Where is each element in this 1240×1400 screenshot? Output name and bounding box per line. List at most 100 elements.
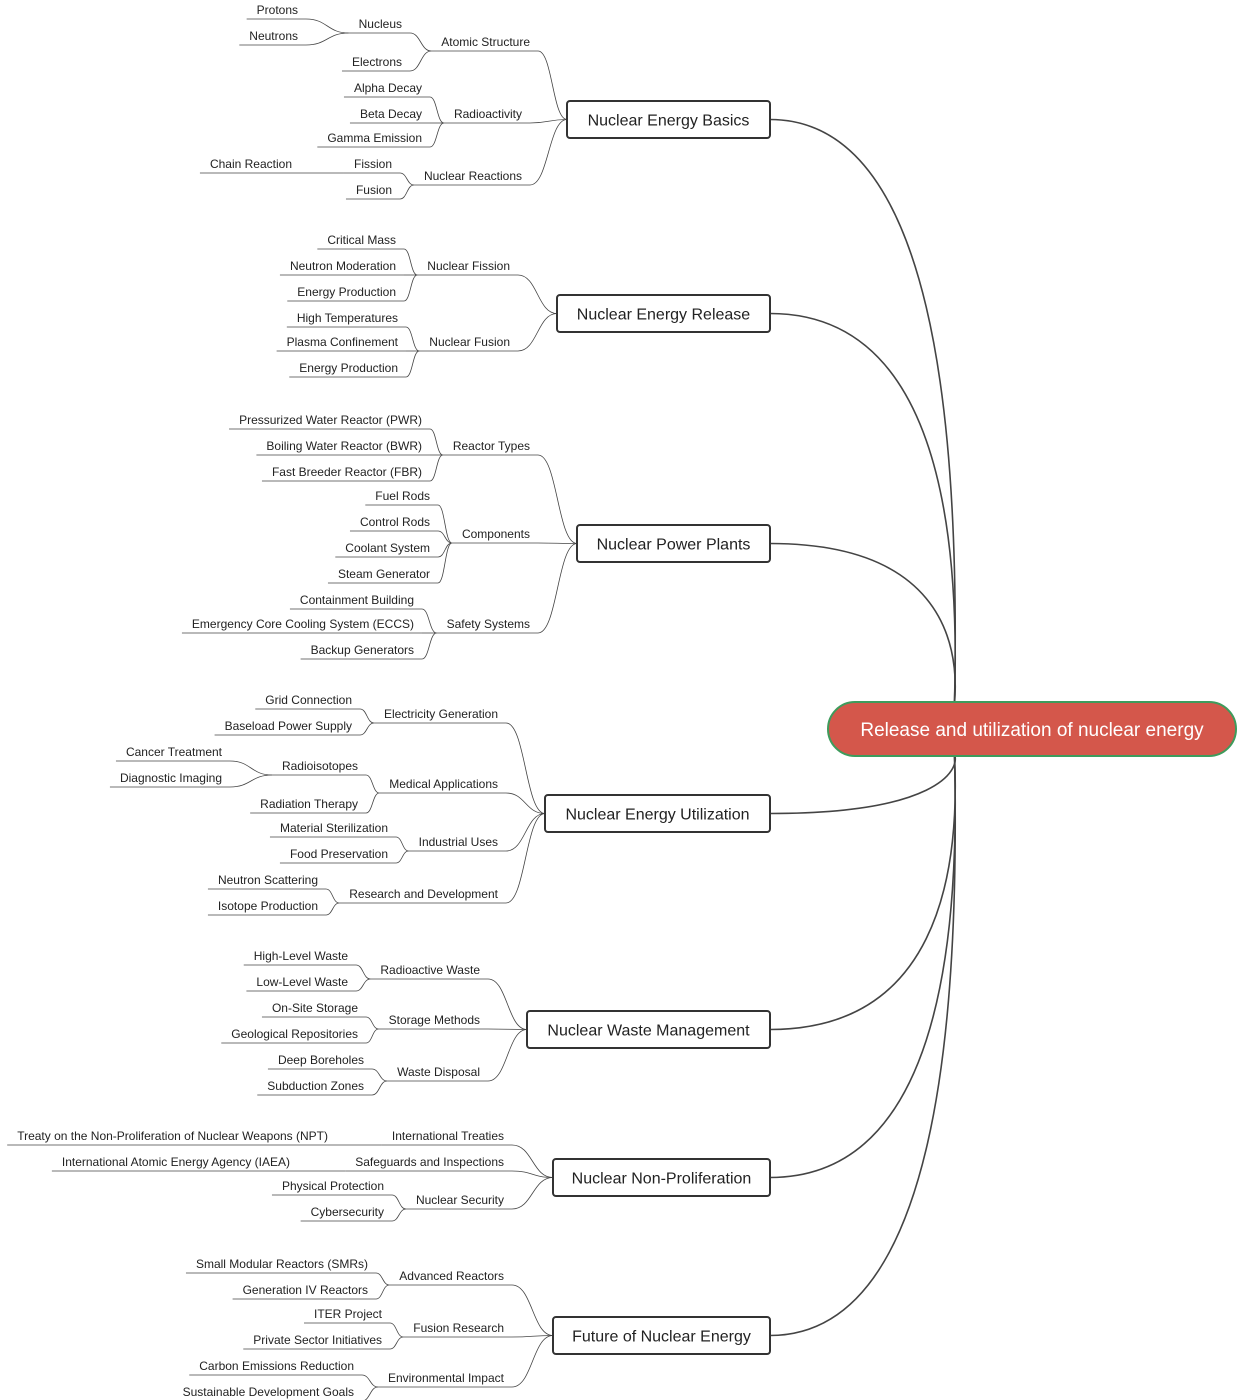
branch-nuclear-power-plants-steam-generator: Steam Generator [338,567,430,581]
branch-nuclear-waste-management-radioactive-waste: Radioactive Waste [380,963,480,977]
branch-nuclear-energy-basics-nucleus-connector [305,32,349,46]
branch-nuclear-energy-utilization-grid-connection: Grid Connection [265,693,352,707]
branch-future-of-nuclear-energy-advanced-reactors-connector [375,1272,390,1286]
branch-nuclear-power-plants-containment-building: Containment Building [300,593,414,607]
branch-nuclear-energy-utilization-baseload-power-supply: Baseload Power Supply [225,719,352,733]
branch-nuclear-energy-basics-nuclear-reactions: Nuclear Reactions [424,169,522,183]
branch-nuclear-waste-management-deep-boreholes: Deep Boreholes [278,1053,364,1067]
branch-nuclear-energy-basics-radioactivity-connector [429,96,445,124]
branch-nuclear-power-plants-components: Components [462,527,530,541]
branch-nuclear-energy-release-high-temperatures: High Temperatures [297,311,398,325]
branch-nuclear-energy-basics-atomic-structure-connector [409,32,432,52]
branch-nuclear-energy-utilization-radioisotopes: Radioisotopes [282,759,358,773]
branch-nuclear-waste-management-radioactive-waste-connector [355,964,371,980]
branch-nuclear-energy-release-plasma-confinement: Plasma Confinement [287,335,399,349]
branch-nuclear-energy-release-critical-mass: Critical Mass [327,233,396,247]
branch-future-of-nuclear-energy-environmental-impact: Environmental Impact [388,1371,505,1385]
root-node[interactable] [827,701,1237,757]
branch-nuclear-non-proliferation-cybersecurity: Cybersecurity [311,1205,384,1219]
branch-nuclear-power-plants-label: Nuclear Power Plants [597,537,751,554]
branch-nuclear-energy-basics-connector-radioactivity [529,119,568,124]
branch-nuclear-energy-release-nuclear-fusion-connector [405,350,420,378]
branch-nuclear-energy-release-box[interactable] [556,294,771,333]
branch-nuclear-non-proliferation-connector-safeguards-and-inspections [511,1170,554,1178]
branch-nuclear-power-plants-reactor-types: Reactor Types [453,439,530,453]
branch-nuclear-energy-release-nuclear-fusion: Nuclear Fusion [429,335,510,349]
branch-nuclear-energy-release-connector-nuclear-fusion [517,313,558,352]
branch-nuclear-power-plants-connector-safety-systems [537,543,578,634]
branch-nuclear-energy-utilization-label: Nuclear Energy Utilization [565,807,749,824]
branch-nuclear-waste-management-high-level-waste: High-Level Waste [254,949,349,963]
branch-nuclear-energy-basics-nucleus: Nucleus [359,17,402,31]
branch-nuclear-energy-basics-gamma-emission: Gamma Emission [327,131,422,145]
branch-nuclear-waste-management-storage-methods-connector [365,1028,379,1044]
root-branch-connector-nuclear-energy-release [769,312,957,705]
branch-nuclear-power-plants-pressurized-water-reactor-pwr: Pressurized Water Reactor (PWR) [239,413,422,427]
branch-nuclear-non-proliferation-connector-nuclear-security [511,1177,554,1210]
branch-nuclear-energy-basics-label: Nuclear Energy Basics [588,113,750,130]
edges-layer [7,18,957,1400]
branch-nuclear-energy-utilization-radiation-therapy: Radiation Therapy [260,797,358,811]
branch-nuclear-energy-basics-box[interactable] [566,100,771,139]
branch-nuclear-power-plants-components-connector [437,530,453,544]
branch-nuclear-waste-management-storage-methods: Storage Methods [389,1013,480,1027]
branch-nuclear-non-proliferation-physical-protection: Physical Protection [282,1179,384,1193]
branch-nuclear-energy-basics-radioactivity: Radioactivity [454,107,522,121]
branch-nuclear-energy-release-nuclear-fusion-connector [405,326,420,352]
branch-nuclear-waste-management-subduction-zones: Subduction Zones [267,1079,364,1093]
branch-future-of-nuclear-energy-box[interactable] [552,1316,771,1355]
branch-nuclear-power-plants-box[interactable] [576,524,771,563]
branch-nuclear-power-plants-boiling-water-reactor-bwr: Boiling Water Reactor (BWR) [266,439,422,453]
branch-nuclear-power-plants-connector-reactor-types [537,454,578,544]
branch-nuclear-waste-management-waste-disposal: Waste Disposal [397,1065,480,1079]
branch-nuclear-power-plants-reactor-types-connector [429,454,444,482]
branch-nuclear-energy-utilization-medical-applications-connector [365,774,380,794]
branch-nuclear-power-plants-components-connector [437,504,453,544]
root-branch-connector-nuclear-power-plants [769,542,956,705]
branch-nuclear-power-plants-reactor-types-connector [429,428,444,456]
branch-nuclear-waste-management-on-site-storage: On-Site Storage [272,1001,358,1015]
branch-nuclear-power-plants-connector-components [537,542,578,544]
branch-nuclear-non-proliferation-label: Nuclear Non-Proliferation [572,1171,752,1188]
root-branch-connector-future-of-nuclear-energy [769,753,957,1337]
branch-future-of-nuclear-energy-label: Future of Nuclear Energy [572,1329,751,1346]
branch-future-of-nuclear-energy-connector-environmental-impact [511,1335,554,1388]
branch-future-of-nuclear-energy-advanced-reactors-connector [375,1284,390,1300]
branch-nuclear-non-proliferation-nuclear-security-connector [391,1208,407,1222]
branch-nuclear-energy-basics-atomic-structure-connector [409,50,432,72]
branch-nuclear-energy-utilization-radioisotopes-connector [229,774,272,788]
branch-nuclear-energy-utilization-industrial-uses: Industrial Uses [419,835,498,849]
branch-nuclear-energy-basics-chain-reaction: Chain Reaction [210,157,292,171]
branch-nuclear-energy-release-connector-nuclear-fission [517,274,558,314]
branch-nuclear-non-proliferation-box[interactable] [552,1158,771,1197]
branch-future-of-nuclear-energy-environmental-impact-connector [364,1386,379,1400]
branch-nuclear-energy-basics-radioactivity-connector [429,122,445,148]
branch-nuclear-power-plants-fuel-rods: Fuel Rods [375,489,430,503]
branch-future-of-nuclear-energy-connector-fusion-research [511,1335,554,1338]
branch-nuclear-power-plants-emergency-core-cooling-system-eccs: Emergency Core Cooling System (ECCS) [192,617,414,631]
root-branch-connector-nuclear-energy-basics [769,118,957,705]
branch-nuclear-waste-management-waste-disposal-connector [371,1068,388,1082]
branch-nuclear-energy-release-energy-production: Energy Production [297,285,396,299]
branch-nuclear-energy-utilization-research-and-development: Research and Development [349,887,498,901]
branch-nuclear-energy-basics-nuclear-reactions-connector [399,172,415,186]
branch-nuclear-energy-basics-connector-atomic-structure [537,50,568,120]
branch-future-of-nuclear-energy-sustainable-development-goals: Sustainable Development Goals [183,1385,354,1399]
branch-nuclear-energy-utilization-electricity-generation: Electricity Generation [384,707,498,721]
branch-nuclear-energy-utilization-connector-electricity-generation [505,722,546,814]
branch-nuclear-waste-management-storage-methods-connector [365,1016,379,1030]
branch-nuclear-energy-basics-beta-decay: Beta Decay [360,107,422,121]
branch-nuclear-non-proliferation-connector-international-treaties [511,1144,554,1178]
branch-nuclear-energy-utilization-food-preservation: Food Preservation [290,847,388,861]
branch-nuclear-energy-utilization-box[interactable] [544,794,771,833]
branch-nuclear-waste-management-box[interactable] [526,1010,771,1049]
branch-nuclear-power-plants-backup-generators: Backup Generators [311,643,414,657]
branch-nuclear-energy-release-neutron-moderation: Neutron Moderation [290,259,396,273]
branch-nuclear-energy-basics-electrons: Electrons [352,55,402,69]
branch-nuclear-energy-utilization-industrial-uses-connector [395,850,409,864]
branch-nuclear-energy-basics-protons: Protons [257,3,298,17]
branch-nuclear-power-plants-components-connector [437,542,453,584]
branch-nuclear-energy-utilization-research-and-development-connector [325,888,340,904]
